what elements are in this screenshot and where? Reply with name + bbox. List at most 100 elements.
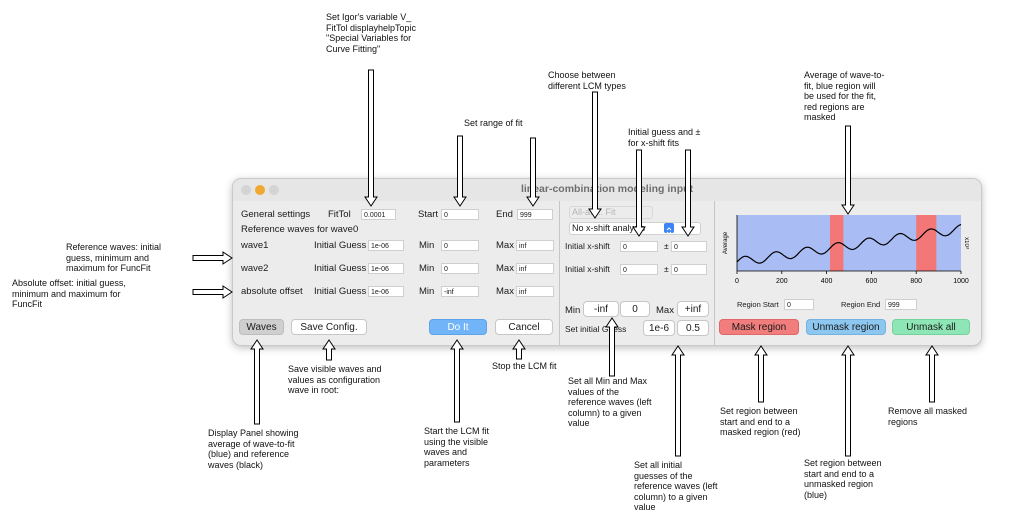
arrow-start-fit xyxy=(450,339,464,423)
popup-arrow-icon xyxy=(664,223,674,235)
arrow-fittol xyxy=(364,69,378,207)
initial-guess-field[interactable]: 1e-06 xyxy=(368,240,404,251)
waves-button[interactable]: Waves xyxy=(239,319,284,335)
panel-divider xyxy=(559,201,560,345)
region-end-label: Region End xyxy=(841,300,881,309)
arrow-set-guess xyxy=(671,345,685,457)
x-shift-field[interactable]: 0 xyxy=(620,264,658,275)
annotation-start-fit: Start the LCM fit using the visible wave… xyxy=(424,426,490,468)
save-config-button[interactable]: Save Config. xyxy=(291,319,367,335)
max-set-label: Max xyxy=(656,305,674,316)
annotation-remove: Remove all masked regions xyxy=(888,406,968,427)
row-wave-name: absolute offset xyxy=(241,286,303,297)
set-max-button[interactable]: +inf xyxy=(677,301,709,317)
max-field[interactable]: inf xyxy=(516,240,554,251)
x-shift-label: Initial x-shift xyxy=(565,264,610,274)
initial-guess-value-field[interactable]: 0.5 xyxy=(677,320,709,336)
plus-minus-label: ± xyxy=(664,241,669,251)
row-wave-name: wave1 xyxy=(241,240,269,251)
max-label: Max xyxy=(496,263,514,274)
min-label: Min xyxy=(419,286,435,297)
window-title: linear-combination modeling input xyxy=(520,183,694,195)
end-field[interactable]: 999 xyxy=(517,209,553,220)
annotation-stop: Stop the LCM fit xyxy=(492,361,557,371)
min-label: Min xyxy=(419,263,435,274)
x-tick-label: 1000 xyxy=(953,278,969,285)
arrow-save xyxy=(322,339,336,361)
x-shift-pm-field[interactable]: 0 xyxy=(671,264,707,275)
max-label: Max xyxy=(496,240,514,251)
set-min-button[interactable]: -inf xyxy=(583,301,619,317)
fittol-field[interactable]: 0.0001 xyxy=(361,209,396,220)
arrow-remove xyxy=(925,345,939,403)
arrow-average xyxy=(841,125,855,215)
row-wave-name: wave2 xyxy=(241,263,269,274)
unmask-all-button[interactable]: Unmask all xyxy=(892,319,970,335)
x-shift-field[interactable]: 0 xyxy=(620,241,658,252)
x-tick-label: 200 xyxy=(776,278,788,285)
unmask-region-button[interactable]: Unmask region xyxy=(806,319,886,335)
y-axis-label: Average xyxy=(723,231,729,254)
arrow-range xyxy=(453,135,467,207)
initial-guess-field[interactable]: 1e-06 xyxy=(368,263,404,274)
fittol-label: FitTol xyxy=(328,209,351,220)
region-start-label: Region Start xyxy=(737,300,779,309)
arrow-absolute-offset xyxy=(192,285,233,299)
min-field[interactable]: 0 xyxy=(441,263,479,274)
x-shift-pm-field[interactable]: 0 xyxy=(671,241,707,252)
x-tick-label: 400 xyxy=(821,278,833,285)
max-label: Max xyxy=(496,286,514,297)
annotation-reference-waves: Reference waves: initial guess, minimum … xyxy=(66,242,162,273)
close-window-button[interactable] xyxy=(241,185,251,195)
annotation-display: Display Panel showing average of wave-to… xyxy=(208,428,299,470)
arrow-xshift-pm xyxy=(681,149,695,237)
title-bar: linear-combination modeling input xyxy=(233,179,981,201)
min-field[interactable]: -inf xyxy=(441,286,479,297)
do-it-button[interactable]: Do It xyxy=(429,319,487,335)
x-tick-label: 600 xyxy=(866,278,878,285)
arrow-range-end xyxy=(526,137,540,207)
arrow-unmask xyxy=(841,345,855,457)
max-field[interactable]: inf xyxy=(516,263,554,274)
annotation-set-guess: Set all initial guesses of the reference… xyxy=(634,460,718,512)
min-label: Min xyxy=(419,240,435,251)
mask-region-button[interactable]: Mask region xyxy=(719,319,799,335)
arrow-mask xyxy=(754,345,768,403)
minimize-window-button[interactable] xyxy=(255,185,265,195)
annotation-guess-xshift: Initial guess and ± for x-shift fits xyxy=(628,127,701,148)
plus-minus-label: ± xyxy=(664,264,669,274)
initial-guess-label: Initial Guess xyxy=(314,286,367,297)
arrow-lcm-types xyxy=(588,91,602,219)
x-tick-label: 800 xyxy=(910,278,922,285)
region-start-field[interactable]: 0 xyxy=(784,299,814,310)
min-value-field[interactable]: 0 xyxy=(620,301,650,317)
set-initial-guess-button[interactable]: 1e-6 xyxy=(643,320,675,336)
average-line xyxy=(736,223,962,264)
annotation-save: Save visible waves and values as configu… xyxy=(288,364,382,395)
start-field[interactable]: 0 xyxy=(441,209,479,220)
end-label: End xyxy=(496,209,513,220)
arrow-reference-waves xyxy=(192,251,233,265)
annotation-lcm-types: Choose between different LCM types xyxy=(548,70,626,91)
initial-guess-field[interactable]: 1e-06 xyxy=(368,286,404,297)
arrow-display xyxy=(250,339,264,425)
annotation-set-minmax: Set all Min and Max values of the refere… xyxy=(568,376,652,428)
arrow-set-minmax xyxy=(605,317,619,377)
general-settings-label: General settings xyxy=(241,209,311,220)
arrow-guess xyxy=(632,149,646,237)
zoom-window-button[interactable] xyxy=(269,185,279,195)
start-label: Start xyxy=(418,209,439,220)
min-set-label: Min xyxy=(565,305,581,316)
set-initial-guess-label: Set initial Guess xyxy=(565,324,627,334)
min-field[interactable]: 0 xyxy=(441,240,479,251)
y-exponent-label: x10³ xyxy=(963,237,969,249)
annotation-range: Set range of fit xyxy=(464,118,523,128)
cancel-button[interactable]: Cancel xyxy=(495,319,553,335)
max-field[interactable]: inf xyxy=(516,286,554,297)
annotation-mask: Set region between start and end to a ma… xyxy=(720,406,801,437)
annotation-unmask: Set region between start and end to a un… xyxy=(804,458,882,500)
region-end-field[interactable]: 999 xyxy=(885,299,917,310)
